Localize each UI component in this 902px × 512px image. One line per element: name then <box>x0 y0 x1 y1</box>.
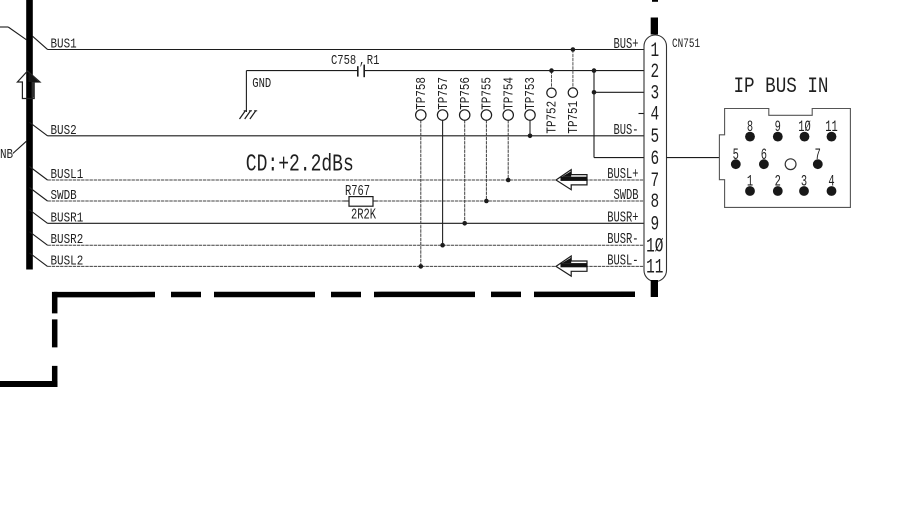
svg-text:5: 5 <box>650 126 659 149</box>
svg-text:SWDB: SWDB <box>51 188 78 204</box>
svg-text:NB: NB <box>0 147 14 163</box>
svg-text:7: 7 <box>815 147 821 165</box>
svg-text:1Ø: 1Ø <box>646 235 663 258</box>
svg-text:4: 4 <box>828 174 834 192</box>
svg-text:8: 8 <box>747 119 753 137</box>
svg-text:BUSR2: BUSR2 <box>51 232 84 248</box>
svg-text:C758: C758 <box>331 53 356 69</box>
svg-text:8: 8 <box>650 191 659 214</box>
svg-text:BUSL1: BUSL1 <box>51 167 84 183</box>
svg-text:1Ø: 1Ø <box>798 119 810 137</box>
svg-text:11: 11 <box>825 119 837 137</box>
svg-text:,: , <box>359 53 365 69</box>
svg-text:TP757: TP757 <box>436 77 452 110</box>
svg-text:2: 2 <box>775 174 781 192</box>
svg-text:R1: R1 <box>367 53 380 69</box>
svg-text:BUS+: BUS+ <box>613 35 638 52</box>
svg-text:11: 11 <box>646 257 663 280</box>
svg-text:BUS1: BUS1 <box>51 36 77 52</box>
svg-text:BUSR1: BUSR1 <box>51 210 84 226</box>
svg-text:TP755: TP755 <box>479 77 495 110</box>
svg-text:TP754: TP754 <box>501 77 517 110</box>
svg-text:CD:+2.2dBs: CD:+2.2dBs <box>246 151 354 178</box>
svg-text:7: 7 <box>650 170 659 193</box>
svg-text:TP751: TP751 <box>566 101 582 134</box>
svg-text:9: 9 <box>775 119 781 137</box>
svg-text:9: 9 <box>650 213 659 236</box>
svg-text:BUSL2: BUSL2 <box>51 253 84 269</box>
svg-text:1: 1 <box>747 174 753 192</box>
svg-text:BUSL+: BUSL+ <box>607 165 638 182</box>
svg-text:TP756: TP756 <box>458 77 474 110</box>
svg-text:4: 4 <box>650 104 659 127</box>
svg-text:TP758: TP758 <box>414 77 430 110</box>
svg-text:5: 5 <box>733 147 739 165</box>
svg-text:BUS2: BUS2 <box>51 123 77 139</box>
svg-text:TP752: TP752 <box>545 101 561 134</box>
svg-text:6: 6 <box>761 147 767 165</box>
svg-text:BUS-: BUS- <box>613 121 638 138</box>
svg-text:6: 6 <box>650 148 659 171</box>
svg-text:R767: R767 <box>345 182 370 199</box>
svg-text:TP753: TP753 <box>523 77 539 110</box>
svg-text:3: 3 <box>801 174 807 192</box>
svg-text:2: 2 <box>650 61 659 84</box>
svg-text:2R2K: 2R2K <box>351 206 376 223</box>
svg-text:GND: GND <box>252 76 271 92</box>
svg-text:BUSR+: BUSR+ <box>607 209 638 226</box>
svg-text:1: 1 <box>650 40 659 63</box>
svg-text:CN751: CN751 <box>672 38 700 52</box>
svg-text:BUSR-: BUSR- <box>607 231 638 248</box>
svg-text:BUSL-: BUSL- <box>607 252 638 269</box>
svg-text:3: 3 <box>650 82 659 105</box>
svg-text:IP BUS IN: IP BUS IN <box>734 73 829 98</box>
svg-text:SWDB: SWDB <box>613 186 638 203</box>
